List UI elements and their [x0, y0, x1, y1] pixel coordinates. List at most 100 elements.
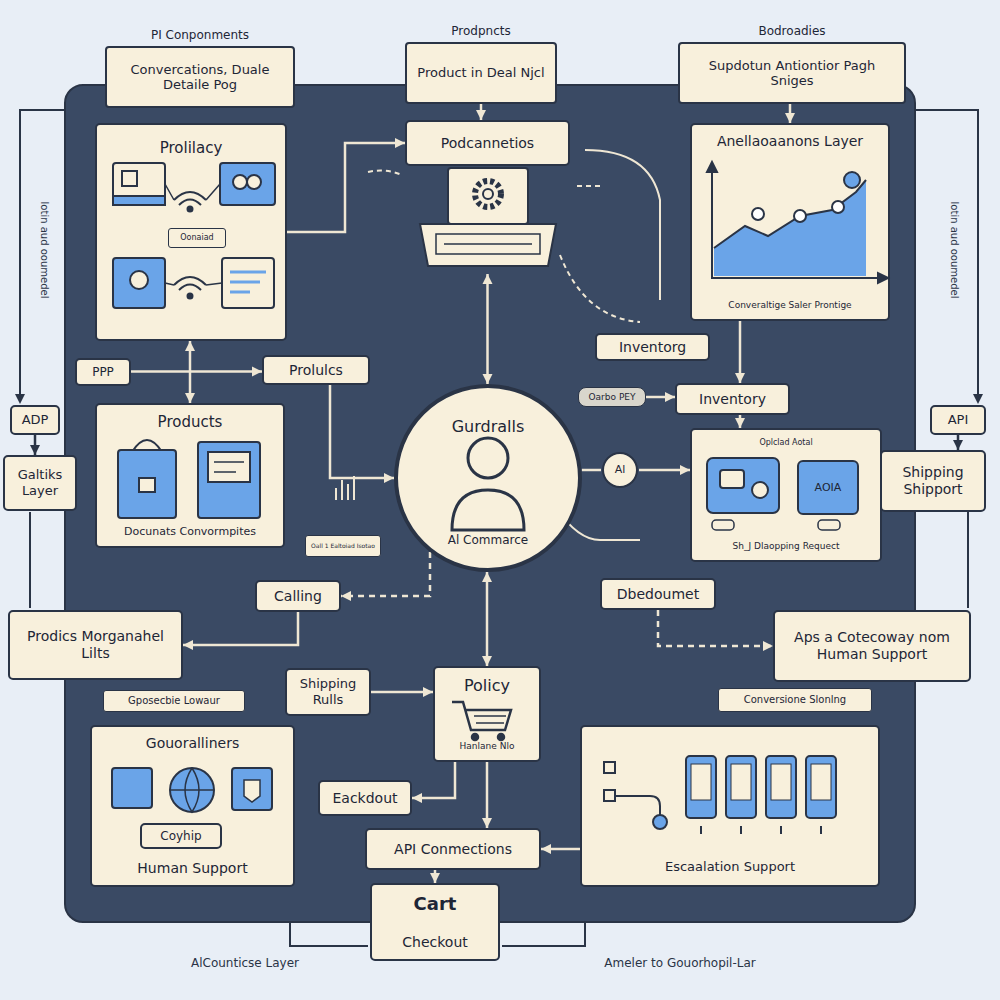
connector-line	[131, 370, 262, 373]
axis-head	[707, 162, 717, 172]
bag-handle	[132, 440, 162, 452]
connector	[953, 435, 963, 450]
process-box: Aps a Cotecoway nom Human Support	[773, 610, 971, 682]
connector	[330, 385, 394, 483]
arrow-head	[763, 641, 773, 651]
data-point	[752, 208, 764, 220]
connector	[735, 321, 745, 383]
node-text: Hanlane Nlo	[460, 741, 515, 752]
connector	[482, 572, 492, 666]
shield-mark	[244, 780, 260, 802]
node-text: Convercations, Duale Detaile Pog	[105, 46, 295, 108]
cart-grid	[474, 716, 506, 723]
document-icon	[112, 768, 152, 808]
circle-shape	[396, 386, 580, 570]
component-panel: ProlilacyOonaiad	[95, 123, 287, 341]
navy-panel	[65, 85, 915, 922]
side-bracket	[915, 110, 978, 396]
node-title: Products	[158, 413, 223, 431]
component-panel: Escaalation Support	[580, 725, 880, 887]
arrow-head	[252, 367, 262, 377]
cart-wheel	[498, 734, 504, 740]
side-note: lotin aud ooumedel	[949, 202, 960, 299]
connector-line	[330, 385, 394, 478]
connector	[658, 610, 773, 651]
arrow-head	[15, 394, 25, 404]
card-strip	[113, 196, 165, 205]
ai-circle: Al	[600, 450, 640, 490]
hex-icon	[247, 175, 261, 189]
phone-row	[604, 756, 836, 834]
phone-screen	[731, 764, 751, 800]
connector	[371, 687, 433, 697]
node-title: Bodroadies	[758, 24, 825, 38]
gear-icon	[475, 181, 501, 207]
qr-icon	[122, 171, 137, 186]
process-box: Calling	[255, 580, 341, 612]
arrow-head	[785, 113, 795, 123]
tag-box: Oall 1 Ealtoiad Isotao	[305, 535, 381, 557]
node-title: Oplclad Aotal	[759, 438, 812, 448]
arrow-head	[430, 873, 440, 883]
process-box: API	[930, 405, 986, 435]
card-icon	[113, 258, 165, 308]
laptop-base	[420, 224, 556, 266]
node-title: Calling	[274, 588, 322, 605]
node-title: Podcannetios	[441, 135, 534, 152]
node-title: Shipping Shipport	[887, 464, 979, 498]
node-title: Dbedoumet	[617, 586, 699, 603]
arrow-head	[183, 640, 193, 650]
growth-chart	[707, 162, 888, 283]
process-box: PolicyHanlane Nlo	[433, 666, 541, 762]
node-text: Converaltige Saler Prontige	[728, 300, 851, 311]
node-title: Oarbo PEY	[589, 392, 636, 403]
process-box: Coyhip	[140, 823, 222, 849]
node-title: Anellaoaanons Layer	[717, 133, 863, 150]
dashed-flow	[575, 185, 600, 187]
connector-line	[486, 572, 489, 666]
data-point	[794, 210, 806, 222]
side-bracket	[29, 512, 31, 608]
tag-box: Oonaiad	[168, 228, 226, 248]
data-point	[832, 201, 844, 213]
node-title: Prodpncts	[451, 24, 510, 38]
strip-label-box: Gposecbie Lowaur	[103, 690, 245, 712]
monitor	[448, 168, 528, 224]
document-icon	[198, 442, 260, 518]
connector	[131, 367, 262, 377]
process-box: Inventory	[675, 383, 790, 415]
arrow-head	[483, 274, 493, 284]
icon-box: AOIA	[797, 460, 859, 515]
arrow-head	[423, 687, 433, 697]
arrow-head	[384, 473, 394, 483]
keyboard	[436, 234, 540, 254]
bubble-icon	[818, 520, 840, 530]
node-title: Oonaiad	[180, 233, 213, 243]
support-icons	[707, 458, 840, 530]
card-icon	[113, 163, 165, 205]
node-text: Al Commarce	[448, 533, 528, 547]
node-title: Policy	[464, 676, 510, 695]
node-text: Checkout	[402, 934, 468, 951]
cart-box: CartCheckout	[370, 883, 500, 961]
node-title: Inventory	[699, 391, 766, 408]
chat-icon	[720, 470, 744, 488]
arrow-head	[680, 465, 690, 475]
component-panel: GouorallinersHuman SupportCoyhip	[90, 725, 295, 887]
mini-bars	[336, 476, 354, 500]
icon-box	[707, 458, 779, 513]
phone-icon	[686, 756, 716, 818]
arrow-head	[953, 440, 963, 450]
dashed-flow	[560, 255, 640, 322]
header-box: ProdpnctsProduct in Deal Njcl	[405, 24, 557, 104]
node-text: Sh_J Dlaopping Requect	[733, 541, 840, 552]
footer-bracket	[502, 922, 585, 946]
side-bracket	[20, 110, 65, 396]
bar-icon	[336, 476, 354, 500]
node-text: Supdotun Antiontior Pagh Sniges	[678, 42, 906, 104]
cart-body	[452, 702, 511, 730]
node-title: Gposecbie Lowaur	[128, 695, 220, 707]
node-title: API	[948, 412, 969, 428]
axis-head	[878, 273, 888, 283]
